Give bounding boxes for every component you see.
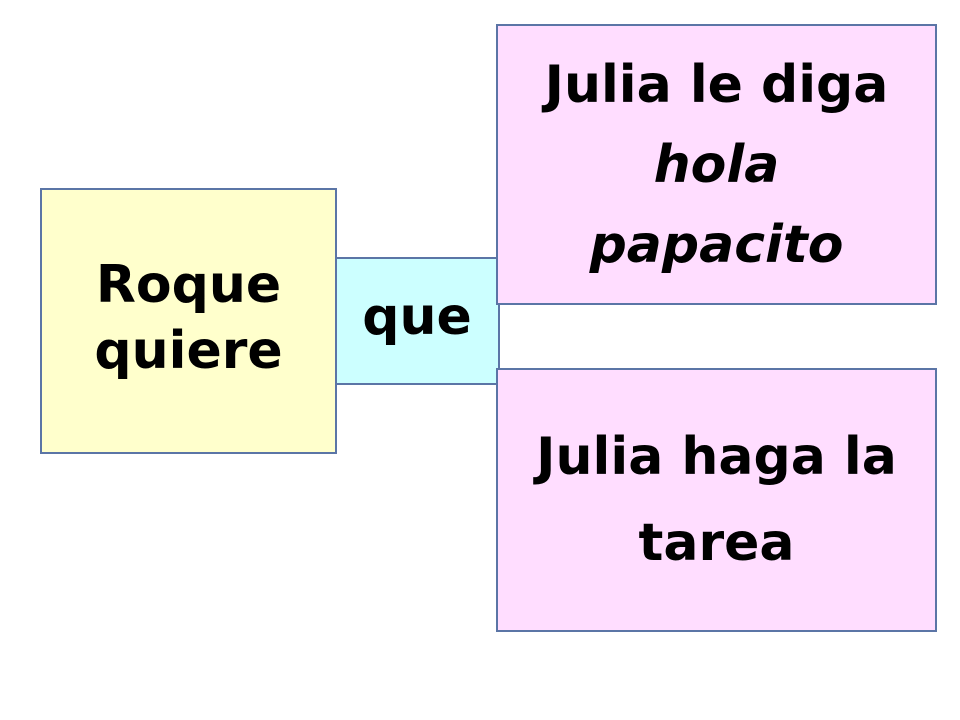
subordinate-bottom-line-1: Julia haga la: [536, 427, 897, 487]
subordinate-clause-top-box: Julia le diga hola papacito: [496, 24, 937, 305]
subordinate-top-line-1: Julia le diga: [544, 54, 889, 115]
main-clause-line-1: Roque: [95, 255, 282, 315]
main-clause-line-2: quiere: [94, 321, 283, 381]
subordinate-top-line-2: hola: [653, 134, 780, 195]
main-clause-box: Roque quiere: [40, 188, 337, 454]
subordinate-clause-bottom-box: Julia haga la tarea: [496, 368, 937, 632]
connector-word: que: [362, 287, 472, 347]
subordinate-top-line-3: papacito: [589, 214, 844, 275]
subordinate-bottom-line-2: tarea: [638, 513, 795, 573]
connector-box-que: que: [334, 257, 500, 385]
